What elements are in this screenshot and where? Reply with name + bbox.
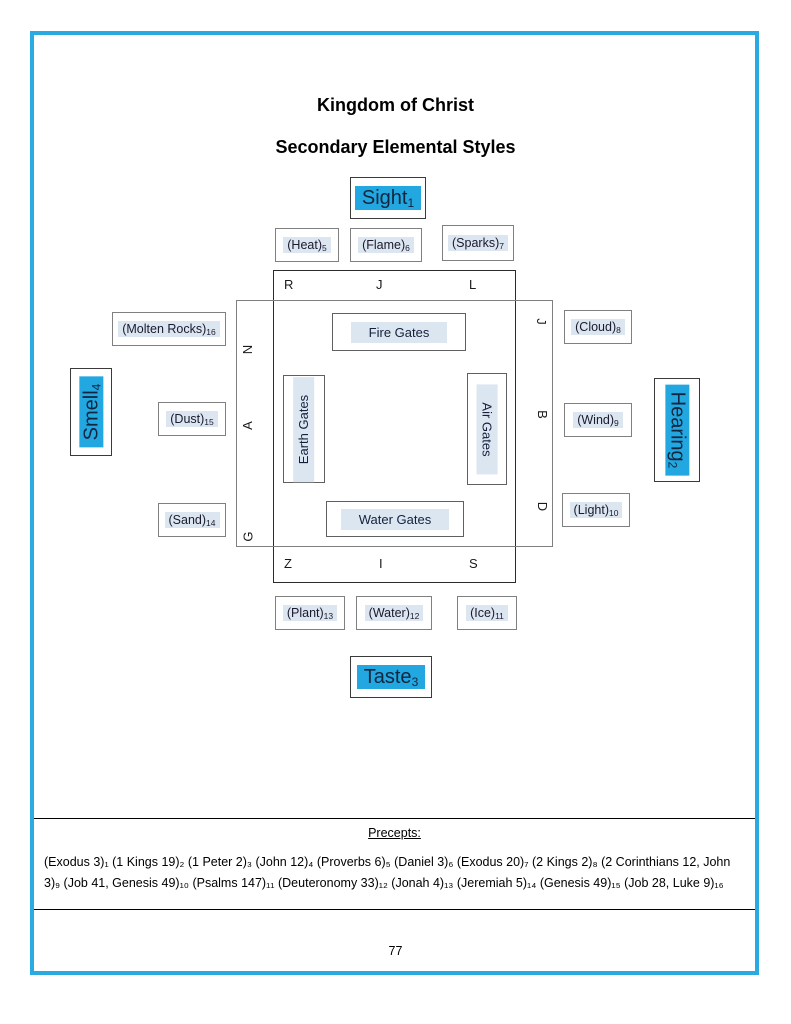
- element-box-light[interactable]: (Light)10: [562, 493, 630, 527]
- element-box-dust[interactable]: (Dust)15: [158, 402, 226, 436]
- element-label-cloud: (Cloud)8: [571, 318, 625, 336]
- element-label-ice: (Ice)11: [466, 604, 508, 622]
- element-label-heat: (Heat)5: [283, 236, 331, 254]
- sense-label-taste: Taste3: [356, 665, 426, 689]
- sense-label-sight: Sight1: [354, 186, 422, 210]
- sense-box-taste[interactable]: Taste3: [350, 656, 432, 698]
- precepts-heading: Precepts:: [368, 826, 421, 840]
- gate-box-fire[interactable]: Fire Gates: [332, 313, 466, 351]
- frame-letter-right-b: B: [534, 410, 550, 419]
- frame-letter-bottom-i: I: [379, 556, 383, 571]
- element-box-plant[interactable]: (Plant)13: [275, 596, 345, 630]
- page-number: 77: [388, 944, 403, 958]
- element-label-flame: (Flame)6: [358, 236, 414, 254]
- gate-label-fire: Fire Gates: [350, 321, 448, 343]
- frame-letter-bottom-s: S: [469, 556, 478, 571]
- frame-letter-left-n: N: [240, 344, 256, 355]
- element-label-wind: (Wind)9: [573, 411, 623, 429]
- sense-box-hearing[interactable]: Hearing2: [654, 378, 700, 482]
- central-frame-horizontal-axis: [236, 300, 553, 547]
- element-label-water: (Water)12: [364, 604, 424, 622]
- sense-box-sight[interactable]: Sight1: [350, 177, 426, 219]
- gate-box-earth[interactable]: Earth Gates: [283, 375, 325, 483]
- frame-letter-left-a: A: [239, 421, 255, 430]
- element-box-sand[interactable]: (Sand)14: [158, 503, 226, 537]
- element-box-sparks[interactable]: (Sparks)7: [442, 225, 514, 261]
- frame-letter-bottom-z: Z: [284, 556, 292, 571]
- element-box-cloud[interactable]: (Cloud)8: [564, 310, 632, 344]
- gate-box-water[interactable]: Water Gates: [326, 501, 464, 537]
- frame-letter-right-d: D: [535, 501, 551, 512]
- frame-letter-top-j: J: [376, 277, 383, 292]
- precepts-section: Precepts: (Exodus 3)₁ (1 Kings 19)₂ (1 P…: [38, 826, 751, 893]
- element-box-flame[interactable]: (Flame)6: [350, 228, 422, 262]
- frame-letter-right-j: J: [533, 318, 549, 325]
- frame-letter-top-l: L: [469, 277, 477, 292]
- central-frame-vertical-axis: [273, 270, 516, 583]
- gate-box-air[interactable]: Air Gates: [467, 373, 507, 485]
- gate-label-air: Air Gates: [476, 383, 498, 475]
- element-label-plant: (Plant)13: [282, 604, 338, 622]
- element-box-wind[interactable]: (Wind)9: [564, 403, 632, 437]
- frame-letter-top-r: R: [284, 277, 294, 292]
- footer-divider-bottom: [34, 909, 755, 910]
- precepts-text: (Exodus 3)₁ (1 Kings 19)₂ (1 Peter 2)₃ (…: [44, 855, 731, 890]
- element-label-light: (Light)10: [569, 501, 623, 519]
- gate-label-earth: Earth Gates: [293, 376, 315, 482]
- element-box-molten-rocks[interactable]: (Molten Rocks)16: [112, 312, 226, 346]
- element-label-sparks: (Sparks)7: [448, 234, 508, 252]
- sense-label-smell: Smell4: [79, 376, 104, 448]
- gate-label-water: Water Gates: [340, 508, 450, 530]
- element-label-dust: (Dust)15: [166, 410, 218, 428]
- footer-divider-top: [34, 818, 755, 819]
- element-box-heat[interactable]: (Heat)5: [275, 228, 339, 262]
- element-box-water[interactable]: (Water)12: [356, 596, 432, 630]
- element-box-ice[interactable]: (Ice)11: [457, 596, 517, 630]
- page-title-main: Kingdom of Christ: [317, 95, 474, 115]
- page-border: [30, 31, 759, 975]
- element-label-molten-rocks: (Molten Rocks)16: [118, 320, 220, 338]
- element-label-sand: (Sand)14: [164, 511, 220, 529]
- page-title-sub: Secondary Elemental Styles: [275, 137, 516, 157]
- sense-box-smell[interactable]: Smell4: [70, 368, 112, 456]
- sense-label-hearing: Hearing2: [665, 384, 690, 476]
- frame-letter-left-g: G: [240, 531, 256, 542]
